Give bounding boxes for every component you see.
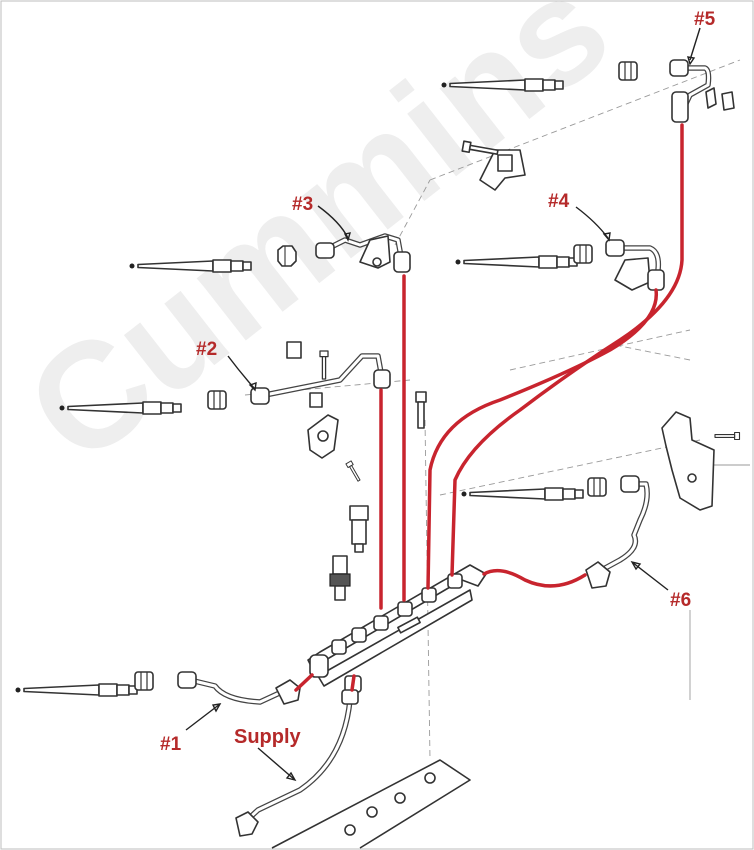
injector-1-assembly <box>14 671 301 705</box>
label-supply: Supply <box>234 726 302 748</box>
fuel-line-5 <box>450 123 684 577</box>
label-6: #6 <box>670 590 691 611</box>
injector-2-assembly <box>58 341 391 483</box>
fuel-lines-highlighted <box>294 123 684 692</box>
label-2: #2 <box>196 339 217 360</box>
injector-1-nut <box>134 671 154 691</box>
fuel-line-6 <box>482 568 587 588</box>
injector-4 <box>454 255 578 269</box>
injector-6-assembly <box>460 411 741 589</box>
injector-1 <box>14 683 138 697</box>
leader-arrows <box>185 27 701 782</box>
fuel-line-4 <box>426 288 659 590</box>
engine-plate <box>271 759 471 849</box>
injector-5-nut <box>618 61 638 81</box>
label-3: #3 <box>292 194 313 215</box>
dashed-guide-lines <box>244 59 750 761</box>
label-5: #5 <box>694 9 716 30</box>
injector-6-nut <box>587 477 607 497</box>
injector-4-nut <box>573 244 593 264</box>
fuel-line-supply <box>350 674 356 692</box>
injector-3-nut <box>277 245 297 267</box>
injector-5-assembly <box>440 59 735 191</box>
injector-4-assembly <box>454 239 665 291</box>
fuel-rail <box>307 564 487 693</box>
injector-2-nut-outer <box>207 390 227 410</box>
supply-line <box>235 689 359 837</box>
injector-6 <box>460 487 584 501</box>
fuel-line-1 <box>294 673 314 692</box>
injector-3-assembly <box>128 233 411 273</box>
rail-sensors <box>329 391 427 601</box>
label-1: #1 <box>160 734 182 755</box>
label-4: #4 <box>548 191 570 212</box>
labels: #5 #3 #4 #2 #6 #1 Supply <box>160 9 716 755</box>
